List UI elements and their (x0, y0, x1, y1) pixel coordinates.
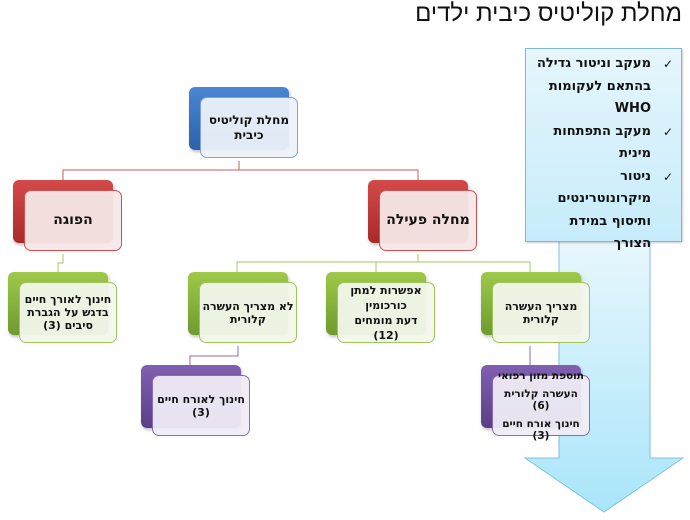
check-icon: ✓ (662, 57, 673, 71)
page-title: מחלת קוליטיס כיבית ילדים (415, 0, 682, 27)
callout-item: ✓מעקב התפתחות מינית (532, 121, 673, 166)
callout-item: ✓מעקב וניטור גדילה בהתאם לעקומות WHO (532, 53, 673, 121)
check-icon: ✓ (662, 169, 673, 184)
callout-box: ✓מעקב וניטור גדילה בהתאם לעקומות WHO ✓מע… (525, 48, 682, 251)
node-active-disease: מחלה פעילה (368, 180, 477, 251)
check-icon: ✓ (662, 124, 673, 139)
node-lifestyle-education: חינוך לאורח חיים(3) (141, 365, 250, 436)
node-root: מחלת קוליטיס כיבית (189, 87, 298, 158)
node-remission: הפוגה (13, 180, 122, 251)
callout-item: ✓ניטור מיקרונוטרינטים ותיסוף במידת הצורך (532, 166, 673, 256)
